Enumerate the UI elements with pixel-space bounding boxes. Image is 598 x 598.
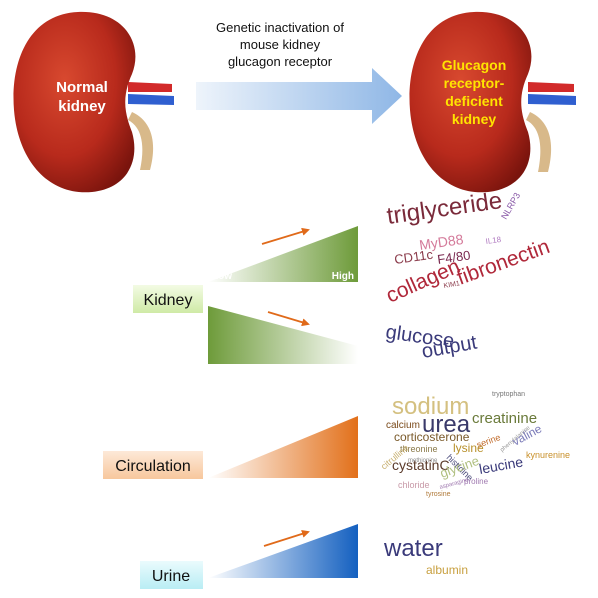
normal-kidney-label-line1: Normal xyxy=(56,79,108,96)
word-sodium: sodium xyxy=(392,393,469,420)
word-triglyceride: triglyceride xyxy=(385,187,504,230)
urine-increase-arrow xyxy=(263,530,310,547)
deficient-kidney-illustration xyxy=(409,11,576,193)
arrow-caption-line3: glucagon receptor xyxy=(228,54,333,69)
arrow-caption-line2: mouse kidney xyxy=(240,37,321,52)
circulation-section-label-box xyxy=(103,451,203,479)
word-creatinine: creatinine xyxy=(472,410,537,427)
left-artery xyxy=(128,82,172,92)
deficient-kidney-label-line2: receptor- xyxy=(444,75,505,91)
urine-increase-wedge xyxy=(208,524,358,578)
word-myd88: MyD88 xyxy=(418,231,464,253)
normal-kidney-illustration xyxy=(13,11,174,193)
word-corticosterone: corticosterone xyxy=(394,430,470,444)
deficient-kidney-label-line4: kidney xyxy=(452,111,497,127)
left-kidney-shape xyxy=(13,11,136,193)
word-leucine: leucine xyxy=(478,453,525,476)
scale-low-label: Low xyxy=(212,271,232,282)
word-proline: proline xyxy=(464,477,489,486)
kidney-section-label-box xyxy=(133,285,203,313)
circulation-increase-wedge xyxy=(208,416,358,478)
urine-section-label: Urine xyxy=(152,568,190,585)
kidney-section-label: Kidney xyxy=(144,292,193,309)
word-f480: F4/80 xyxy=(436,247,471,266)
kidney-increase-arrow xyxy=(261,227,310,245)
circulation-section-label: Circulation xyxy=(115,458,191,475)
normal-kidney-label-line2: kidney xyxy=(58,98,106,115)
right-vein xyxy=(528,94,576,105)
word-kynurenine: kynurenine xyxy=(526,450,570,460)
word-methionine: methionine xyxy=(408,458,438,464)
kidney-increase-wedge xyxy=(208,226,358,282)
word-water: water xyxy=(383,535,443,562)
urine-section-label-box xyxy=(140,561,203,589)
right-kidney-shape xyxy=(409,11,532,193)
kidney-decrease-arrow xyxy=(267,311,310,327)
word-kim1: KIM1 xyxy=(443,280,460,290)
process-arrow xyxy=(196,68,402,124)
arrow-caption-line1: Genetic inactivation of xyxy=(216,20,344,35)
deficient-kidney-label-line3: deficient xyxy=(445,93,503,109)
word-cystatinc: cystatinC xyxy=(392,457,450,473)
word-tryptophan: tryptophan xyxy=(492,391,525,398)
word-threonine: threonine xyxy=(400,444,438,454)
deficient-kidney-label-line1: Glucagon xyxy=(442,57,507,73)
word-albumin: albumin xyxy=(426,563,468,577)
word-lysine: lysine xyxy=(453,441,484,455)
left-ureter xyxy=(128,112,154,170)
right-ureter xyxy=(526,112,552,172)
right-artery xyxy=(528,82,574,92)
word-fibronectin: fibronectin xyxy=(454,235,553,290)
kidney-decrease-wedge xyxy=(208,306,358,364)
word-il18: IL18 xyxy=(485,235,502,246)
word-tyrosine: tyrosine xyxy=(426,491,451,498)
word-cd11c: CD11c xyxy=(393,247,434,267)
scale-high-label: High xyxy=(332,271,354,282)
word-serine: serine xyxy=(475,432,501,450)
word-calcium: calcium xyxy=(386,420,420,431)
word-urea: urea xyxy=(422,411,471,438)
left-vein xyxy=(128,94,174,105)
word-chloride: chloride xyxy=(398,480,430,490)
